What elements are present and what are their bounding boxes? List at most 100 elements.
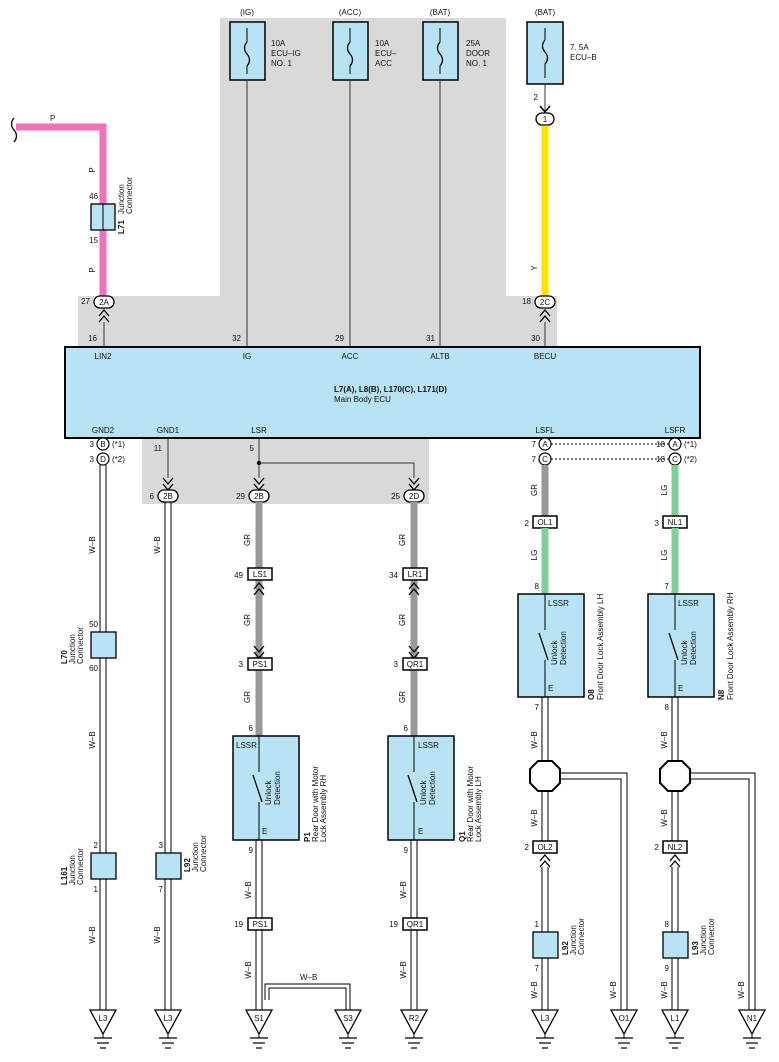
svg-text:Q1: Q1: [458, 831, 467, 842]
svg-text:LSR: LSR: [251, 426, 267, 435]
svg-text:2: 2: [534, 93, 539, 102]
svg-text:BECU: BECU: [534, 352, 556, 361]
svg-text:Connector: Connector: [125, 177, 134, 214]
svg-text:3: 3: [159, 841, 164, 850]
svg-text:(*1): (*1): [684, 440, 697, 449]
wire-p: [16, 123, 107, 296]
svg-text:(*2): (*2): [112, 455, 125, 464]
svg-text:Junction: Junction: [117, 184, 126, 214]
svg-text:30: 30: [531, 334, 540, 343]
svg-text:GR: GR: [243, 691, 252, 703]
svg-text:Unlock: Unlock: [550, 640, 559, 665]
svg-text:Detection: Detection: [559, 631, 568, 665]
svg-text:L161: L161: [60, 866, 69, 885]
svg-text:LG: LG: [660, 485, 669, 496]
svg-text:29: 29: [335, 334, 344, 343]
svg-text:Connector: Connector: [76, 627, 85, 664]
junction-l70: [90, 631, 117, 659]
svg-text:ACC: ACC: [342, 352, 359, 361]
svg-text:7: 7: [532, 455, 537, 464]
splice-o8: [529, 760, 561, 792]
svg-text:QR1: QR1: [407, 660, 424, 669]
svg-text:ECU–: ECU–: [375, 49, 397, 58]
svg-text:LG: LG: [660, 550, 669, 561]
ground-symbol: L3: [530, 1009, 560, 1049]
svg-text:Connector: Connector: [707, 918, 716, 955]
svg-text:W–B: W–B: [660, 981, 669, 998]
svg-text:49: 49: [234, 571, 243, 580]
svg-text:E: E: [418, 827, 423, 836]
svg-text:2A: 2A: [99, 298, 109, 307]
svg-text:9: 9: [404, 846, 409, 855]
svg-text:2: 2: [94, 841, 99, 850]
svg-text:LS1: LS1: [253, 570, 268, 579]
junction-l92-lh: [532, 931, 559, 959]
svg-text:LSSR: LSSR: [678, 599, 699, 608]
svg-text:IG: IG: [243, 352, 251, 361]
svg-text:W–B: W–B: [530, 809, 539, 826]
svg-text:8: 8: [665, 920, 670, 929]
svg-text:Junction: Junction: [569, 925, 578, 955]
svg-text:P1: P1: [303, 832, 312, 842]
svg-text:3: 3: [394, 660, 399, 669]
svg-text:GR: GR: [398, 614, 407, 626]
svg-text:GR: GR: [243, 534, 252, 546]
shade-upper-area: [78, 18, 557, 346]
svg-text:C: C: [672, 455, 678, 464]
svg-text:B: B: [100, 440, 105, 449]
fuse-ecu-ig: (IG) 10A ECU–IG NO. 1: [229, 8, 301, 81]
svg-text:W–B: W–B: [530, 731, 539, 748]
svg-text:W–B: W–B: [244, 961, 253, 978]
svg-text:7: 7: [535, 703, 540, 712]
connector-2B-gnd1: [157, 489, 179, 503]
svg-text:(BAT): (BAT): [430, 8, 451, 17]
junction-l161: [90, 852, 117, 880]
svg-text:QR1: QR1: [407, 920, 424, 929]
svg-text:Connector: Connector: [577, 918, 586, 955]
svg-text:GND2: GND2: [92, 426, 115, 435]
splice-n8: [659, 760, 691, 792]
svg-text:2: 2: [525, 519, 530, 528]
svg-text:GR: GR: [243, 614, 252, 626]
svg-text:(*1): (*1): [112, 440, 125, 449]
svg-text:29: 29: [236, 492, 245, 501]
svg-text:W–B: W–B: [88, 926, 97, 943]
svg-text:1: 1: [543, 115, 548, 124]
svg-text:3: 3: [90, 455, 95, 464]
svg-text:GND1: GND1: [157, 426, 180, 435]
svg-text:(IG): (IG): [240, 8, 254, 17]
ground-symbol: R2: [399, 1009, 429, 1049]
svg-text:LSFR: LSFR: [665, 426, 686, 435]
svg-text:Unlock: Unlock: [264, 780, 273, 805]
svg-text:Rear Door with Motor: Rear Door with Motor: [466, 766, 475, 842]
svg-text:ECU–IG: ECU–IG: [271, 49, 301, 58]
svg-text:E: E: [262, 827, 267, 836]
svg-text:C: C: [542, 455, 548, 464]
svg-text:11: 11: [154, 444, 163, 453]
svg-text:15: 15: [89, 236, 98, 245]
ground-label: S1: [254, 1014, 264, 1023]
inline-connector-ls1: [247, 567, 273, 581]
svg-text:Junction: Junction: [191, 842, 200, 872]
inline-connector-qr1-lower: [402, 917, 428, 931]
svg-text:L92: L92: [183, 858, 192, 872]
svg-text:Unlock: Unlock: [680, 640, 689, 665]
main-body-ecu: [64, 346, 701, 439]
svg-text:1: 1: [535, 920, 540, 929]
svg-text:NO. 1: NO. 1: [271, 59, 292, 68]
svg-text:W–B: W–B: [300, 973, 317, 982]
svg-text:3: 3: [655, 519, 660, 528]
svg-text:5: 5: [250, 444, 255, 453]
svg-text:6: 6: [150, 492, 155, 501]
fuse-ecu-acc: (ACC) 10A ECU– ACC: [332, 8, 397, 81]
svg-text:LG: LG: [530, 550, 539, 561]
svg-text:7: 7: [159, 885, 164, 894]
ground-label: O1: [619, 1014, 630, 1023]
inline-connector-nl2: [662, 840, 688, 854]
svg-text:P: P: [50, 114, 55, 123]
svg-text:PS1: PS1: [252, 660, 268, 669]
svg-text:2: 2: [655, 843, 660, 852]
inline-connector-ps1-lower: [247, 917, 273, 931]
svg-text:W–B: W–B: [88, 731, 97, 748]
